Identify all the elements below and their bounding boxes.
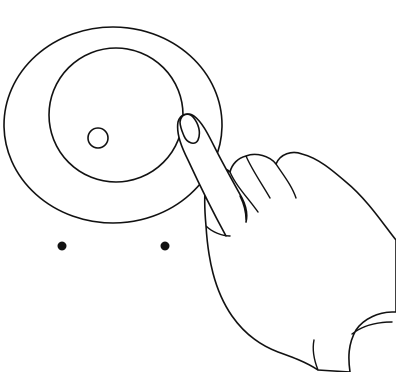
dial-position-dot-icon-left [58,242,67,251]
knob-position-indicator-icon [88,128,108,148]
dial-position-dot-icon-right [161,242,170,251]
rotary-knob-icon[interactable] [49,48,183,182]
pointing-hand-icon [178,114,396,372]
